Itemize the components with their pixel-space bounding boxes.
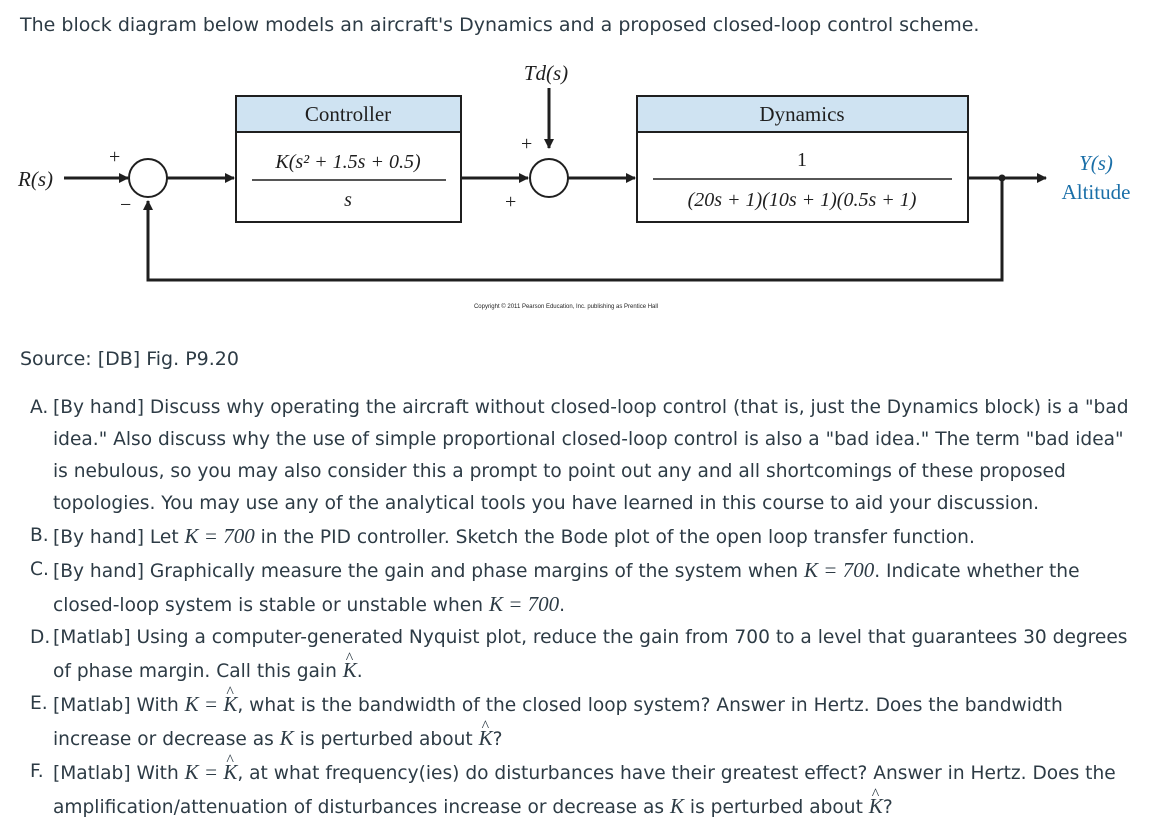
question-b-text-2: in the PID controller. Sketch the Bode p…: [254, 527, 975, 548]
math-k-hat: K: [869, 779, 883, 822]
summing-junction-2: [529, 158, 569, 198]
math-k-hat: K: [223, 745, 237, 788]
intro-text: The block diagram below models an aircra…: [20, 14, 980, 36]
question-f-text-1: [Matlab] With: [53, 763, 185, 784]
feedback-path: [143, 178, 1004, 282]
sum2-controller-sign: +: [505, 191, 516, 213]
question-e-text-4: ?: [492, 729, 503, 750]
question-a: A. [By hand] Discuss why operating the a…: [20, 392, 1138, 520]
question-e-text-3: is perturbed about: [293, 729, 479, 750]
question-letter: E.: [30, 693, 48, 714]
question-d: D. [Matlab] Using a computer-generated N…: [20, 622, 1138, 688]
question-b: B. [By hand] Let K = 700 in the PID cont…: [20, 520, 1138, 554]
math-k-hat: K: [479, 711, 493, 754]
question-f-text-4: ?: [882, 797, 893, 818]
question-a-text: [By hand] Discuss why operating the airc…: [53, 397, 1129, 514]
controller-denominator: s: [344, 189, 352, 211]
question-e-text-1: [Matlab] With: [53, 695, 185, 716]
sum1-feedback-sign: −: [120, 194, 131, 216]
question-letter: D.: [30, 627, 51, 648]
math-k: K: [279, 726, 294, 750]
question-c: C. [By hand] Graphically measure the gai…: [20, 554, 1138, 622]
math-k-equals: K = 700: [488, 592, 560, 616]
question-letter: B.: [30, 525, 49, 546]
output-label: Y(s): [1079, 151, 1113, 175]
question-letter: C.: [30, 559, 49, 580]
copyright-notice: Copyright © 2011 Pearson Education, Inc.…: [474, 303, 658, 310]
question-c-text-1: [By hand] Graphically measure the gain a…: [53, 561, 805, 582]
math-k-hat: K: [223, 677, 237, 720]
question-f-text-3: is perturbed about: [684, 797, 869, 818]
output-sublabel: Altitude: [1062, 180, 1131, 204]
math-k-equals: K =: [184, 692, 224, 716]
question-b-text-1: [By hand] Let: [53, 527, 185, 548]
question-letter: A.: [30, 397, 49, 418]
math-k-equals: K =: [184, 760, 224, 784]
question-e-text-2: , what is the bandwidth of the closed lo…: [53, 695, 1063, 750]
controller-numerator: K(s² + 1.5s + 0.5): [274, 151, 421, 173]
question-e: E. [Matlab] With K = K, what is the band…: [20, 677, 1138, 756]
dynamics-title: Dynamics: [759, 102, 844, 126]
dynamics-numerator: 1: [797, 149, 807, 171]
question-d-text-2: .: [356, 661, 363, 682]
summing-junction-1: [128, 158, 168, 198]
question-d-text-1: [Matlab] Using a computer-generated Nyqu…: [53, 627, 1128, 682]
question-f: F. [Matlab] With K = K, at what frequenc…: [20, 745, 1138, 824]
sum1-input-sign: +: [109, 146, 120, 168]
controller-title: Controller: [305, 102, 391, 126]
dynamics-block: Dynamics 1 (20s + 1)(10s + 1)(0.5s + 1): [636, 95, 969, 223]
question-f-text-2: , at what frequency(ies) do disturbances…: [53, 763, 1116, 818]
question-c-text-2: . Indicate whether the closed-loop syste…: [53, 561, 1080, 616]
sum2-disturbance-sign: +: [521, 133, 532, 155]
math-k: K: [669, 794, 684, 818]
source-citation: Source: [DB] Fig. P9.20: [20, 348, 239, 370]
math-k-equals: K = 700: [184, 524, 255, 548]
disturbance-label: Td(s): [524, 61, 568, 85]
controller-block: Controller K(s² + 1.5s + 0.5) s: [235, 95, 462, 223]
question-list: A. [By hand] Discuss why operating the a…: [20, 392, 1138, 824]
input-label: R(s): [17, 167, 53, 191]
dynamics-denominator: (20s + 1)(10s + 1)(0.5s + 1): [688, 189, 917, 211]
block-diagram: Td(s) + R(s) + − Controller K(s² + 1.5s …: [17, 61, 1131, 310]
math-k-equals: K = 700: [804, 558, 875, 582]
question-letter: F.: [30, 761, 44, 782]
question-c-text-3: .: [559, 595, 566, 616]
math-k-hat: K: [343, 643, 357, 686]
